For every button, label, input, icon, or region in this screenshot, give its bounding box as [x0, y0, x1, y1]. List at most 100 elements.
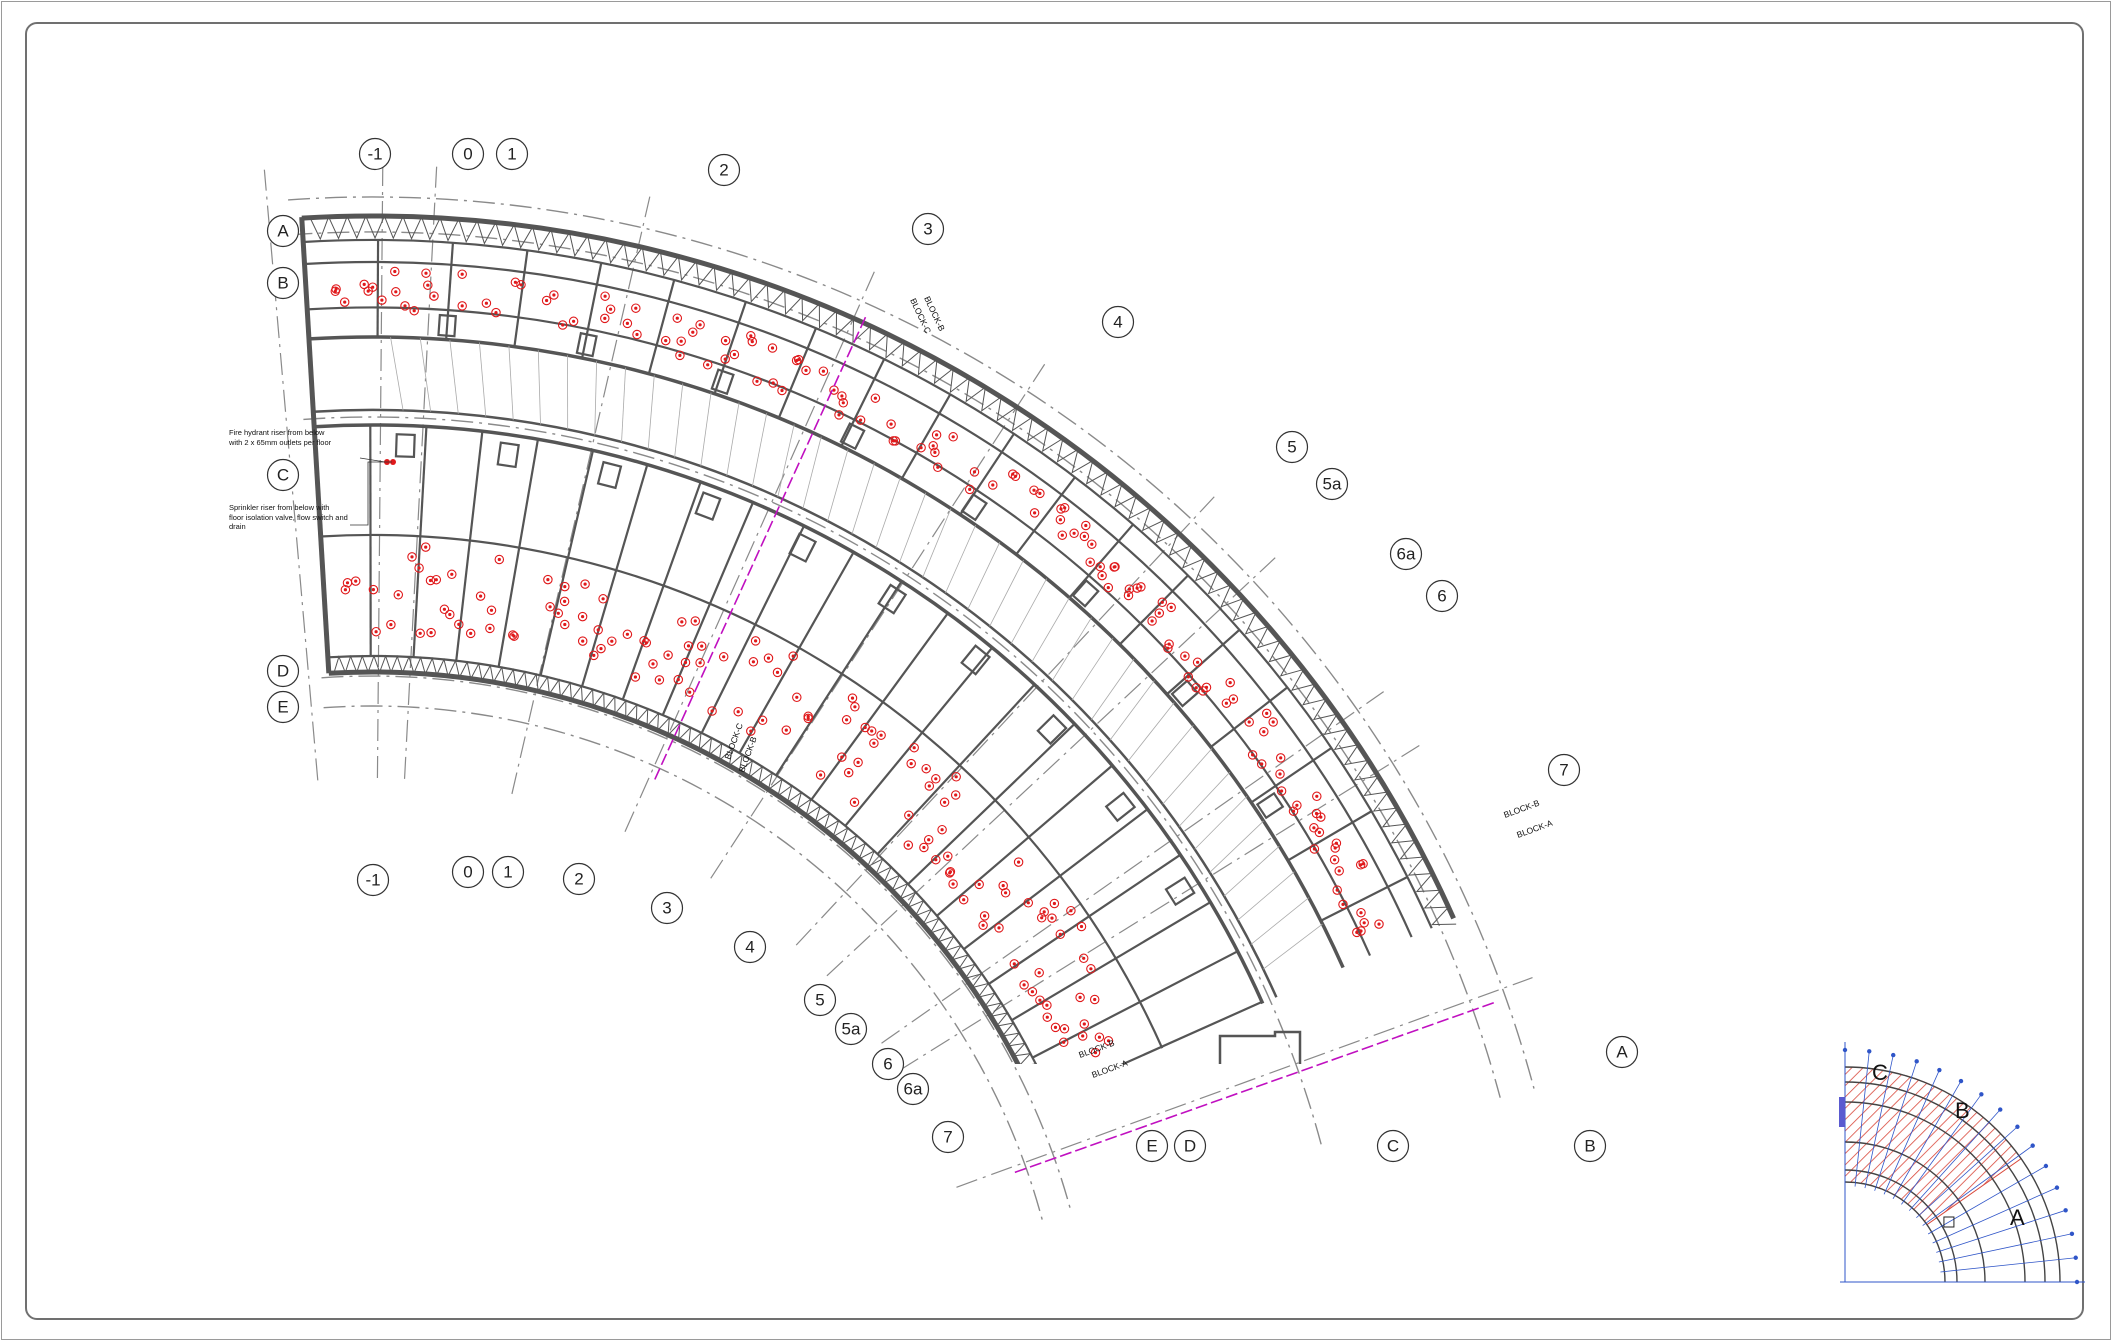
service-shaft — [496, 441, 520, 469]
corridor-brace — [1263, 923, 1323, 970]
truss-segment — [990, 1012, 1009, 1027]
grid-line-5a — [826, 557, 1276, 977]
truss-segment — [515, 670, 528, 689]
sprinkler-head — [1338, 899, 1348, 910]
corridor-brace — [899, 492, 927, 563]
sprinkler-head — [698, 323, 702, 327]
sprinkler-head — [601, 597, 605, 601]
block-boundary-line — [654, 316, 867, 780]
sprinkler-head — [429, 631, 433, 635]
sprinkler-head — [1331, 838, 1342, 848]
sprinkler-head — [761, 718, 765, 722]
sprinkler-head — [1082, 534, 1086, 539]
sprinkler-head — [1008, 469, 1018, 479]
sprinkler-head — [1123, 590, 1134, 601]
corridor-brace — [1109, 680, 1155, 741]
truss-segment — [1026, 417, 1048, 442]
room-partition — [1166, 629, 1241, 696]
sprinkler-head — [991, 483, 995, 487]
sprinkler-head — [1058, 932, 1062, 936]
service-shaft — [1036, 713, 1068, 746]
corridor-brace — [875, 477, 901, 548]
sprinkler-head — [561, 323, 565, 327]
grid-bubble-radial: 4 — [1101, 305, 1135, 339]
sprinkler-head — [350, 576, 361, 586]
service-shaft — [960, 492, 989, 522]
sprinkler-head — [559, 596, 570, 607]
sprinkler-head — [678, 353, 682, 357]
sprinkler-head — [333, 289, 337, 293]
svg-text:5a: 5a — [1323, 475, 1342, 494]
sprinkler-head — [1039, 907, 1049, 917]
svg-text:0: 0 — [463, 145, 472, 164]
sprinkler-head — [751, 660, 756, 664]
key-plan-grid — [1901, 1094, 1982, 1205]
svg-text:6: 6 — [883, 1055, 892, 1074]
corridor-brace — [1051, 617, 1092, 681]
sprinkler-head — [749, 729, 753, 733]
sprinkler-head — [414, 563, 424, 573]
sprinkler-head — [677, 617, 687, 627]
sprinkler-head — [607, 636, 617, 646]
sprinkler-head — [1078, 995, 1082, 1000]
truss-segment — [571, 684, 583, 704]
sprinkler-head — [841, 401, 845, 405]
room-partition — [936, 764, 1114, 917]
sprinkler-head — [1180, 651, 1190, 661]
truss-segment — [1423, 889, 1449, 909]
sprinkler-head — [556, 611, 560, 615]
sprinkler-head — [393, 269, 397, 274]
sprinkler-head — [969, 467, 980, 477]
sprinkler-head — [1012, 962, 1016, 966]
sprinkler-head — [690, 616, 701, 626]
sprinkler-head — [1079, 531, 1090, 542]
sprinkler-head — [1157, 611, 1161, 615]
truss-segment — [1232, 598, 1257, 622]
sprinkler-head — [1225, 677, 1235, 688]
sprinkler-head — [847, 771, 851, 775]
truss-segment — [1363, 775, 1389, 797]
truss-segment — [1100, 471, 1123, 497]
grid-line-4 — [710, 363, 1046, 879]
sprinkler-head — [1079, 924, 1084, 929]
key-plan-grid-dot — [2069, 1231, 2075, 1236]
key-plan-grid — [1922, 1145, 2033, 1226]
sprinkler-head — [850, 696, 855, 700]
sprinkler-head — [343, 300, 347, 304]
sprinkler-head — [660, 335, 671, 346]
truss-segment — [1407, 856, 1433, 876]
sprinkler-head — [698, 661, 702, 665]
room-partition — [513, 250, 529, 347]
service-shaft — [1164, 876, 1196, 907]
truss-segment — [917, 350, 938, 376]
svg-text:6a: 6a — [904, 1080, 923, 1099]
fire-hydrant-note-line: Fire hydrant riser from below — [229, 428, 325, 437]
sprinkler-head — [974, 879, 984, 890]
sprinkler-head — [931, 430, 942, 440]
sprinkler-head — [563, 622, 567, 627]
sprinkler-head — [934, 858, 938, 862]
sprinkler-head — [707, 706, 717, 716]
truss-segment — [981, 387, 1002, 412]
sprinkler-head — [866, 726, 877, 736]
sprinkler-head — [1038, 998, 1042, 1002]
service-shaft — [877, 583, 908, 615]
truss-segment — [958, 963, 977, 979]
sprinkler-head — [1017, 860, 1021, 864]
sprinkler-head — [777, 385, 787, 396]
service-shaft — [710, 368, 735, 396]
key-zone-b: B — [1955, 1098, 1970, 1123]
sprinkler-head — [815, 770, 826, 780]
room-partition — [581, 262, 603, 359]
sprinkler-head — [1244, 717, 1254, 727]
truss-segment — [582, 688, 594, 707]
sprinkler-head — [695, 320, 705, 330]
sprinkler-head — [634, 306, 638, 310]
sprinkler-head — [1314, 811, 1319, 816]
svg-text:1: 1 — [503, 863, 512, 882]
sprinkler-head — [519, 283, 523, 287]
sprinkler-head — [1055, 929, 1066, 940]
sprinkler-head — [485, 623, 495, 634]
fire-hydrant-note: Fire hydrant riser from below with 2 x 6… — [229, 428, 331, 447]
truss-segment — [1011, 406, 1033, 432]
